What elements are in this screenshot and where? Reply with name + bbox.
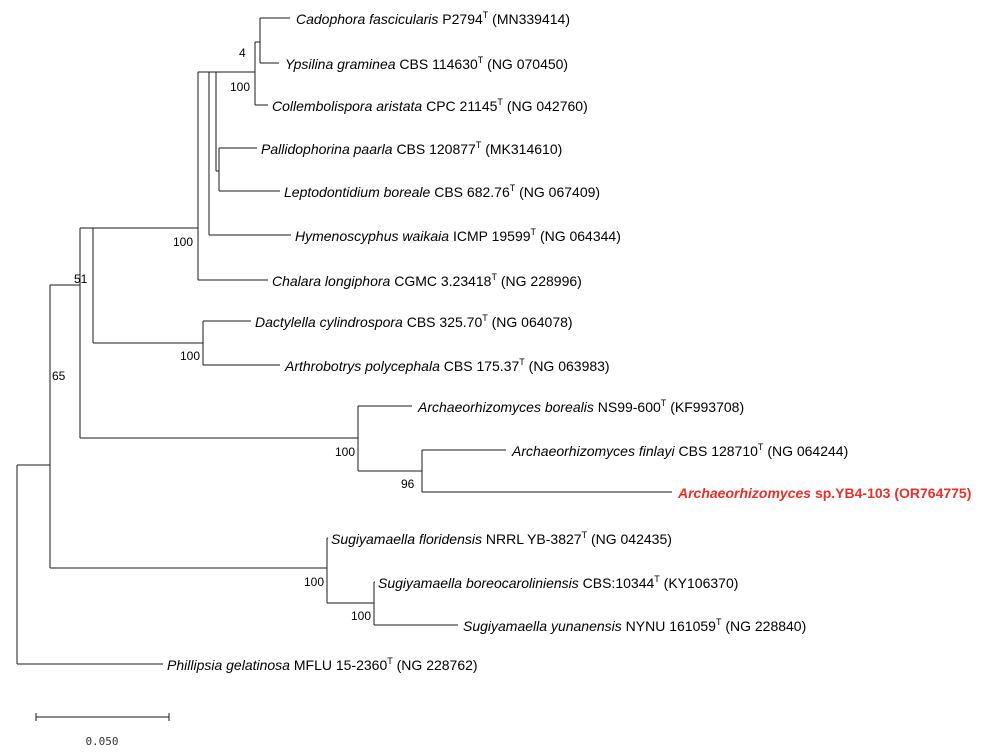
- scale-bar-label: 0.050: [85, 735, 118, 748]
- bootstrap-value: 100: [351, 609, 371, 623]
- taxon-label: Sugiyamaella yunanensis NYNU 161059T (NG…: [463, 617, 806, 634]
- taxon-label: Collembolispora aristata CPC 21145T (NG …: [272, 97, 588, 114]
- taxon-label-highlighted: Archaeorhizomyces sp.YB4-103 (OR764775): [677, 485, 971, 501]
- bootstrap-value: 100: [173, 235, 193, 249]
- taxon-label: Chalara longiphora CGMC 3.23418T (NG 228…: [272, 272, 582, 289]
- bootstrap-value: 100: [335, 445, 355, 459]
- taxon-label: Ypsilina graminea CBS 114630T (NG 070450…: [285, 55, 568, 72]
- bootstrap-value: 51: [74, 272, 88, 286]
- bootstrap-value: 96: [401, 477, 415, 491]
- taxon-label: Dactylella cylindrospora CBS 325.70T (NG…: [255, 313, 573, 330]
- bootstrap-values: 4 100 100 51 65 100 100 96 100 100: [52, 46, 415, 623]
- taxon-label: Leptodontidium boreale CBS 682.76T (NG 0…: [284, 183, 600, 200]
- bootstrap-value: 100: [230, 80, 250, 94]
- taxon-label: Cadophora fascicularis P2794T (MN339414): [296, 10, 570, 27]
- taxon-label: Sugiyamaella boreocaroliniensis CBS:1034…: [378, 574, 738, 591]
- bootstrap-value: 100: [180, 349, 200, 363]
- taxon-label: Sugiyamaella floridensis NRRL YB-3827T (…: [331, 530, 672, 547]
- taxon-label: Pallidophorina paarla CBS 120877T (MK314…: [261, 140, 562, 157]
- tree-branches: [16, 17, 672, 665]
- taxon-label: Archaeorhizomyces finlayi CBS 128710T (N…: [511, 442, 848, 459]
- bootstrap-value: 65: [52, 369, 66, 383]
- taxon-labels: Cadophora fascicularis P2794T (MN339414)…: [167, 10, 971, 673]
- taxon-label: Arthrobotrys polycephala CBS 175.37T (NG…: [284, 357, 610, 374]
- taxon-label: Hymenoscyphus waikaia ICMP 19599T (NG 06…: [295, 227, 621, 244]
- bootstrap-value: 4: [239, 46, 246, 60]
- bootstrap-value: 100: [304, 575, 324, 589]
- taxon-label: Phillipsia gelatinosa MFLU 15-2360T (NG …: [167, 656, 478, 673]
- scale-bar: 0.050: [35, 713, 170, 748]
- taxon-label: Archaeorhizomyces borealis NS99-600T (KF…: [417, 398, 744, 415]
